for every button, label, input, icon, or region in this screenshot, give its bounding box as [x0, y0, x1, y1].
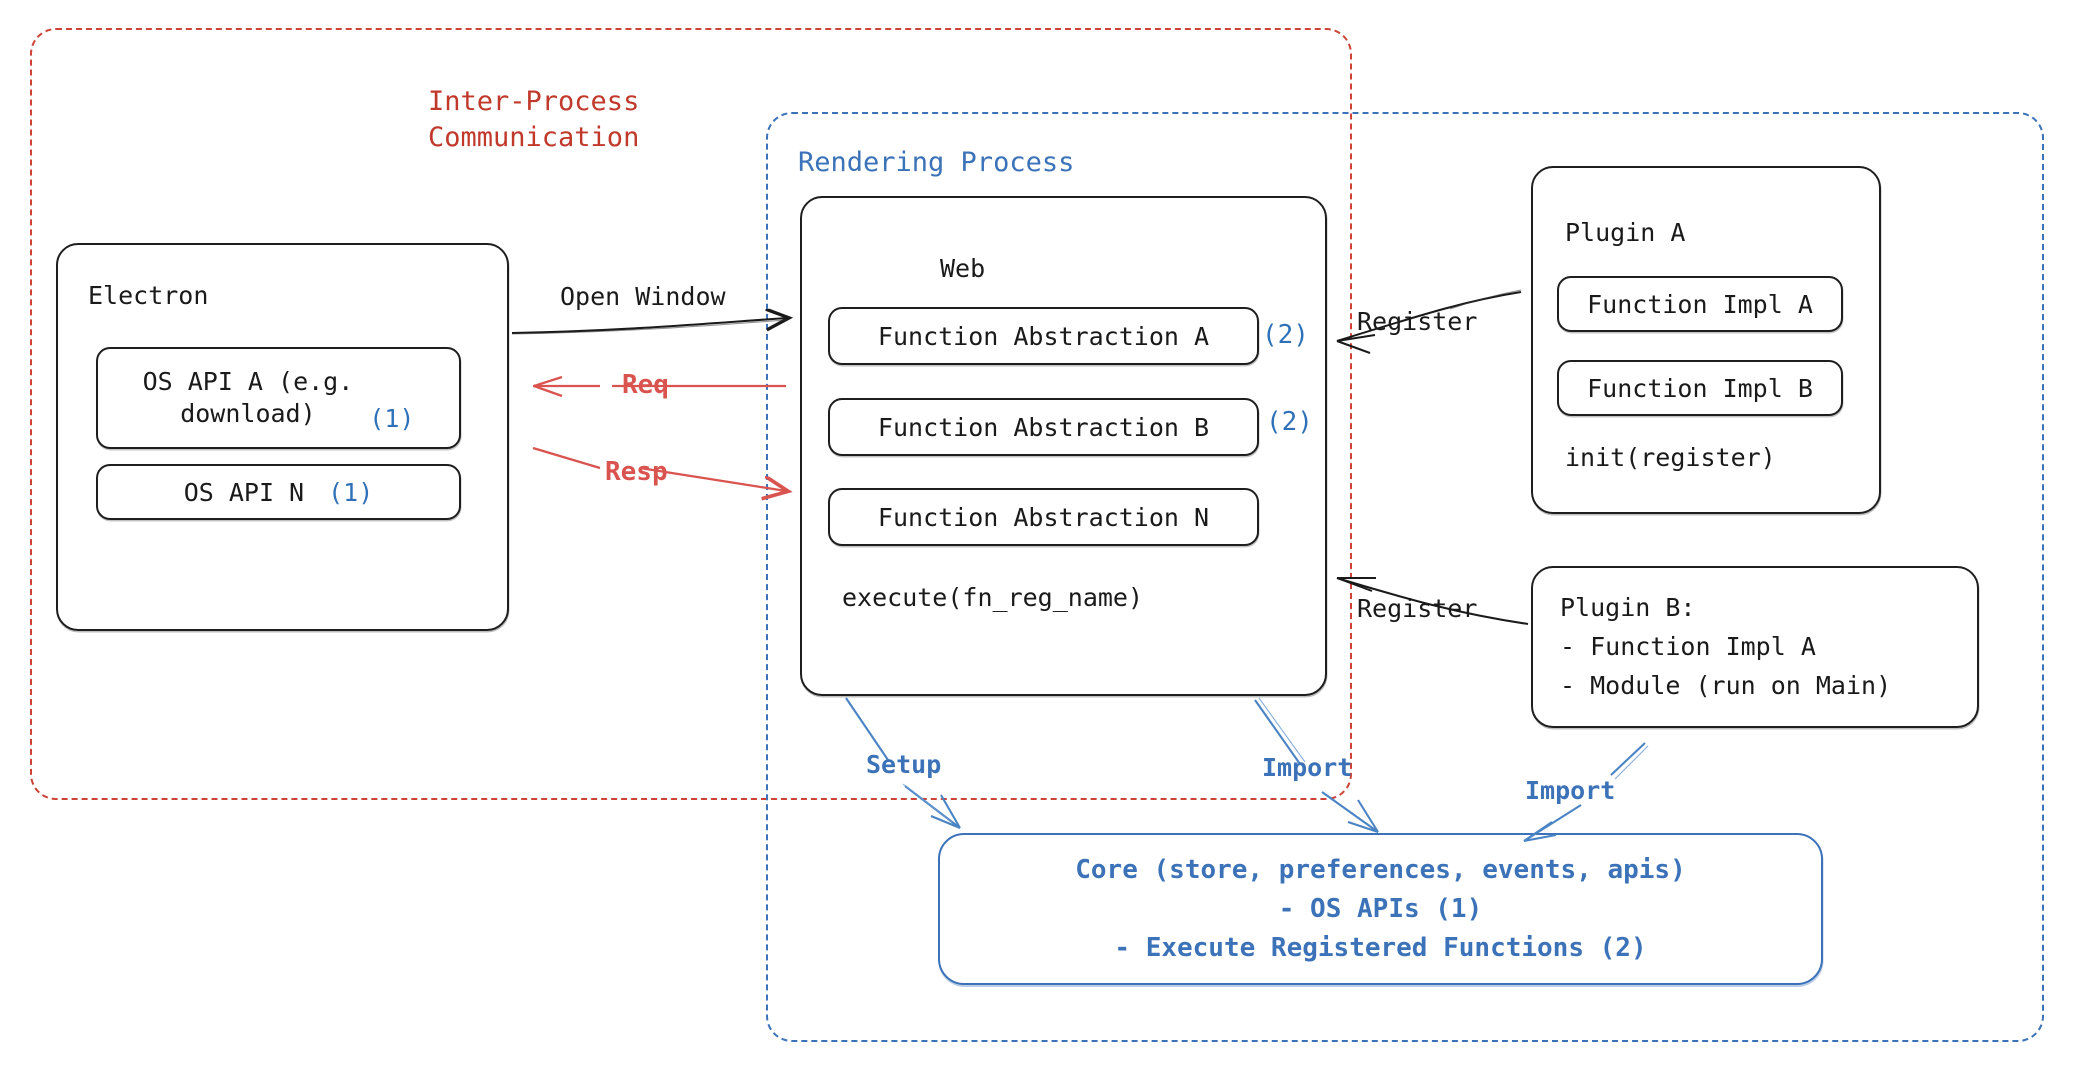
- os-api-a-badge: (1): [369, 404, 415, 433]
- edge-label-resp: Resp: [605, 457, 668, 487]
- web-execute-label: execute(fn_reg_name): [842, 583, 1144, 612]
- os-api-n-box[interactable]: OS API N (1): [96, 464, 461, 520]
- function-impl-b-label: Function Impl B: [1587, 373, 1813, 403]
- plugin-b-box[interactable]: [1531, 566, 1979, 728]
- region-label-rendering-process: Rendering Process: [798, 147, 1075, 178]
- function-impl-a-box[interactable]: Function Impl A: [1557, 276, 1843, 332]
- web-title: Web: [940, 254, 986, 283]
- function-abstraction-a-badge: (2): [1262, 320, 1309, 350]
- plugin-b-lines: Plugin B: - Function Impl A - Module (ru…: [1560, 593, 1892, 700]
- function-abstraction-a-label: Function Abstraction A: [877, 321, 1210, 351]
- region-inter-process-communication: [30, 28, 1352, 800]
- edge-label-register-plugin-b: Register: [1357, 594, 1478, 623]
- region-label-ipc: Inter-Process Communication: [428, 86, 640, 153]
- edge-label-register-plugin-a: Register: [1357, 307, 1478, 336]
- core-line-1: Core (store, preferences, events, apis): [1075, 854, 1686, 885]
- function-impl-b-box[interactable]: Function Impl B: [1557, 360, 1843, 416]
- edge-label-import-web: Import: [1262, 753, 1353, 782]
- core-line-2: - OS APIs (1): [1278, 893, 1483, 924]
- os-api-a-box[interactable]: OS API A (e.g. download) (1): [96, 347, 461, 449]
- function-abstraction-n-label: Function Abstraction N: [877, 502, 1210, 532]
- os-api-a-label: OS API A (e.g. download): [142, 366, 354, 429]
- core-line-3: - Execute Registered Functions (2): [1114, 932, 1647, 963]
- plugin-a-title: Plugin A: [1565, 218, 1686, 247]
- plugin-a-init-label: init(register): [1565, 443, 1776, 472]
- function-abstraction-n-box[interactable]: Function Abstraction N: [828, 488, 1259, 546]
- function-abstraction-a-box[interactable]: Function Abstraction A: [828, 307, 1259, 365]
- region-rendering-process: [766, 112, 2044, 1042]
- edge-label-setup: Setup: [866, 750, 942, 779]
- function-abstraction-b-box[interactable]: Function Abstraction B: [828, 398, 1259, 456]
- os-api-n-label: OS API N: [183, 477, 305, 507]
- function-abstraction-b-label: Function Abstraction B: [877, 412, 1210, 442]
- edge-label-import-plugin-b: Import: [1525, 776, 1616, 805]
- os-api-n-badge: (1): [328, 477, 374, 507]
- edge-label-open-window: Open Window: [560, 282, 726, 311]
- function-abstraction-b-badge: (2): [1266, 407, 1313, 437]
- plugin-a-box[interactable]: [1531, 166, 1881, 514]
- function-impl-a-label: Function Impl A: [1587, 289, 1813, 319]
- core-box[interactable]: Core (store, preferences, events, apis) …: [938, 833, 1823, 985]
- edge-label-req: Req: [622, 370, 669, 400]
- electron-title: Electron: [88, 281, 209, 310]
